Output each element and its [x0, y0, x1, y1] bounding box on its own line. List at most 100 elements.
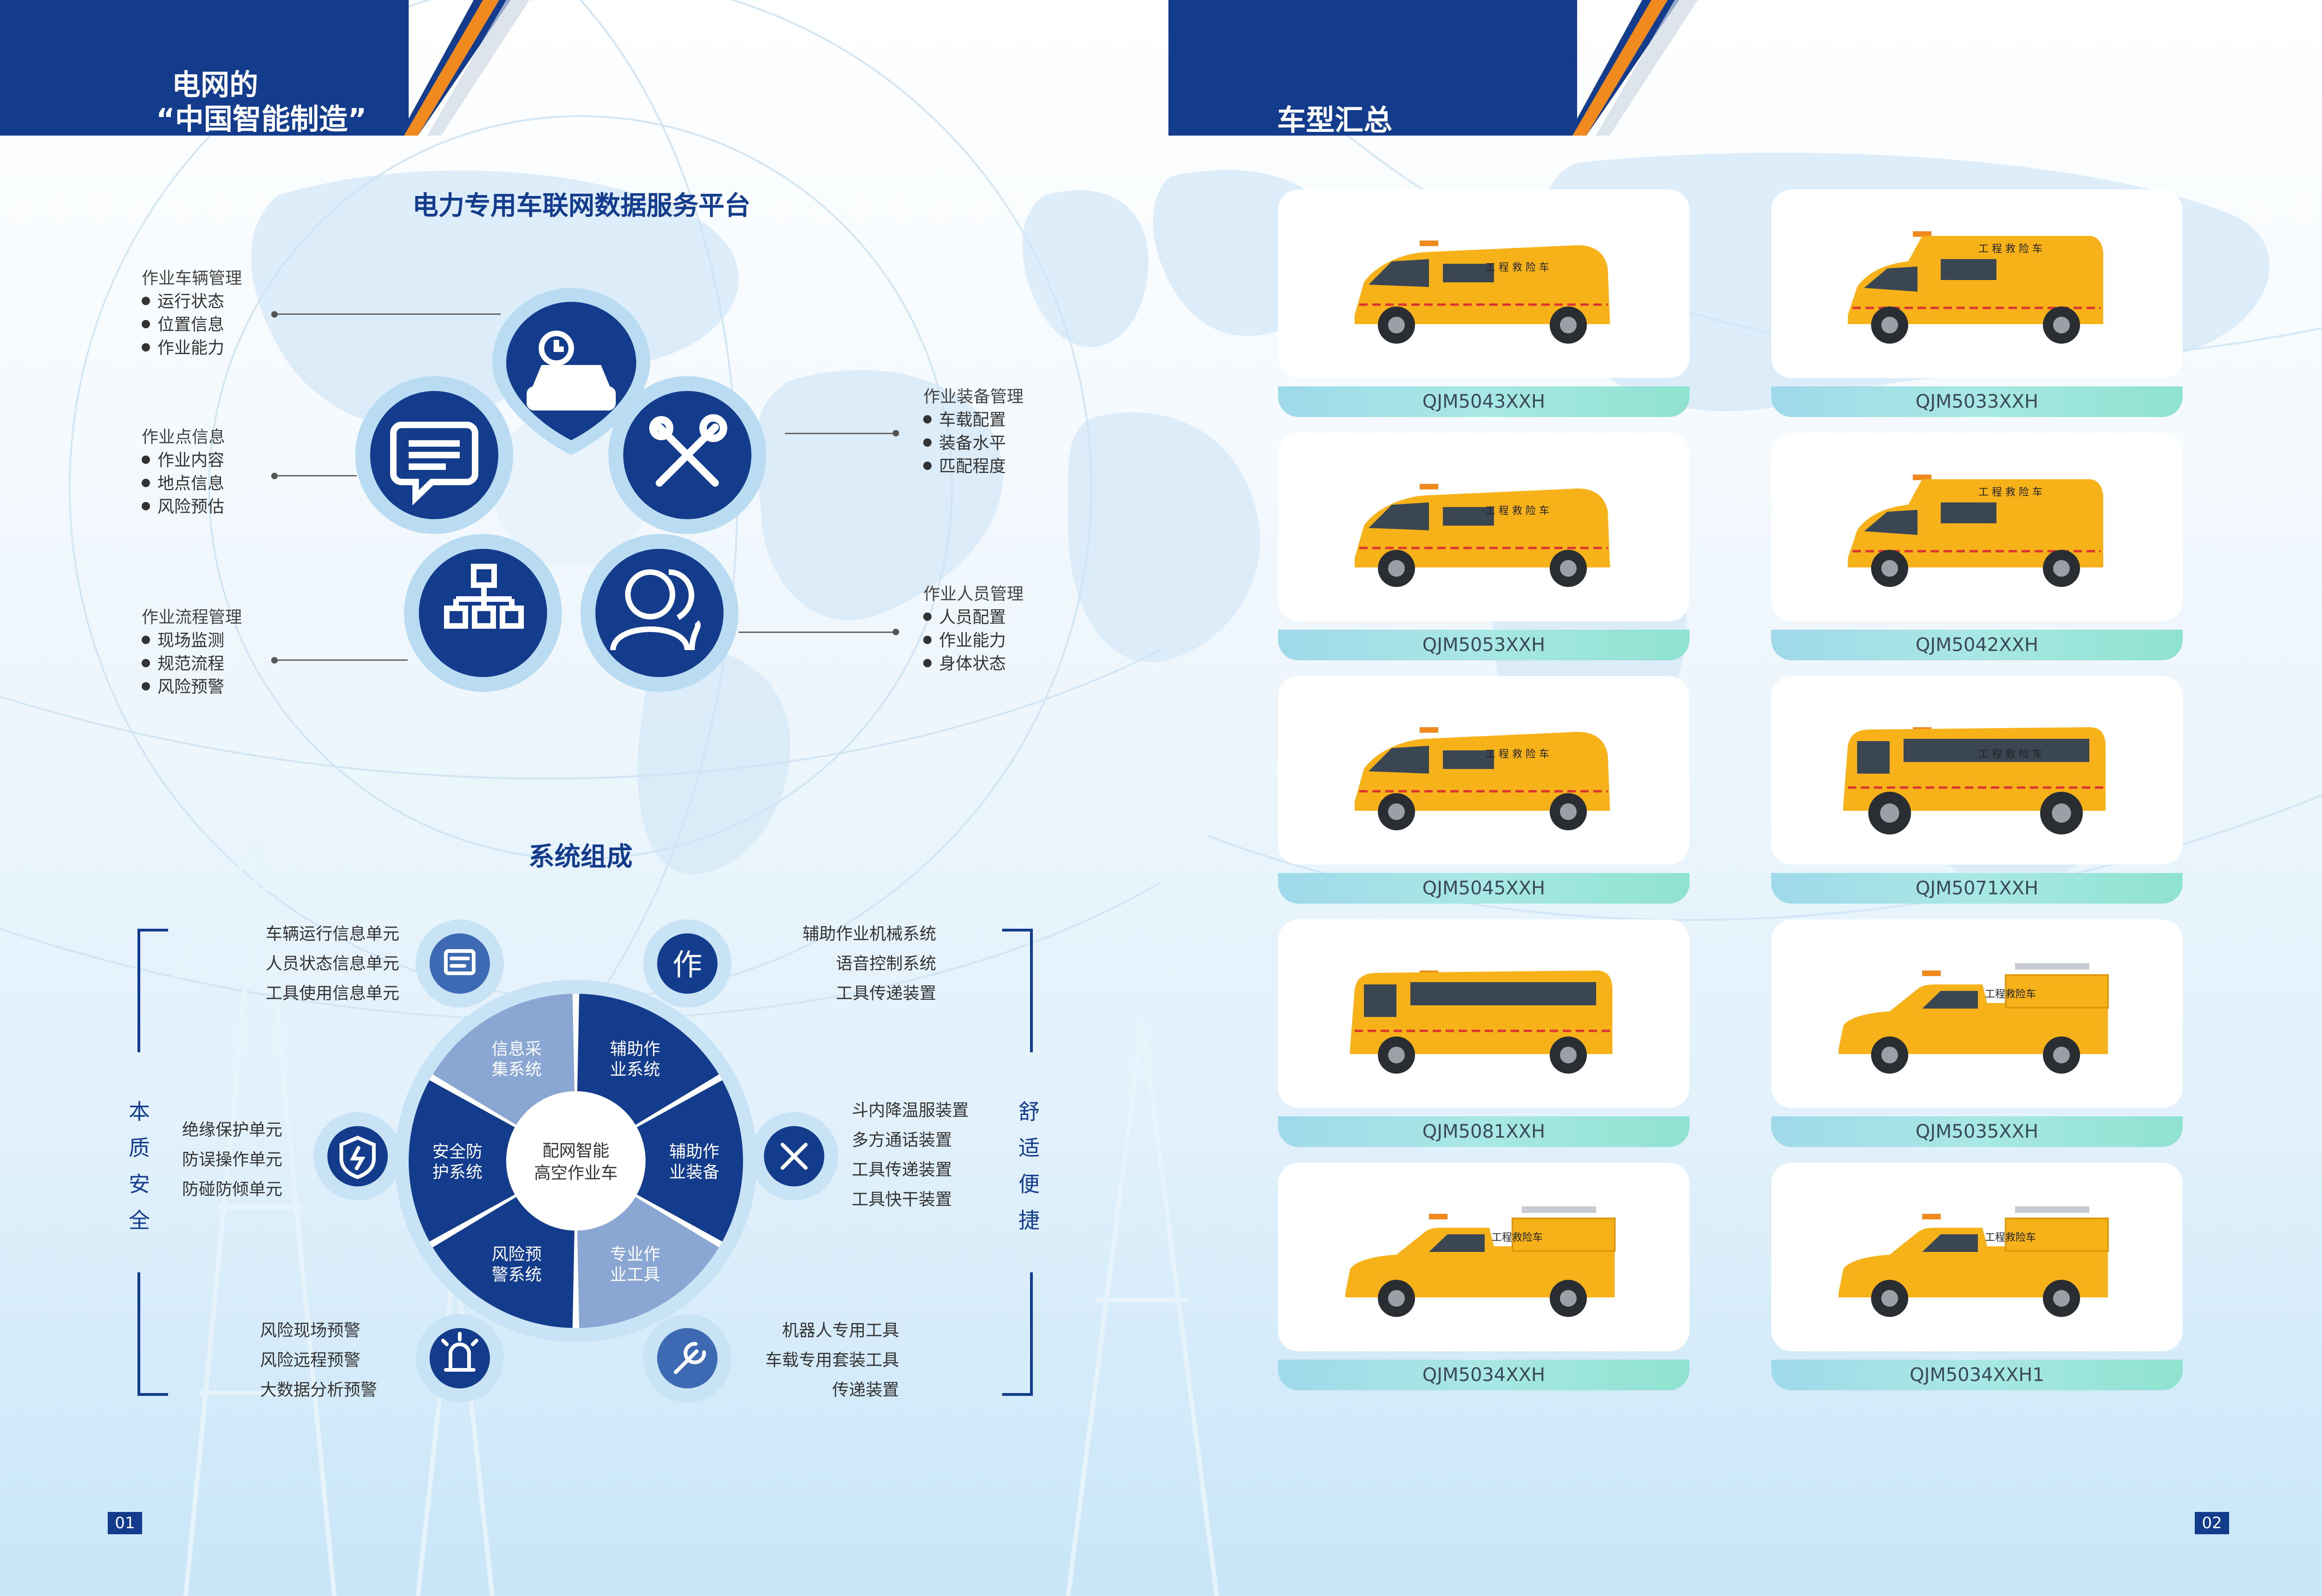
vehicle-card-strip	[1771, 1116, 2183, 1147]
leader-dot	[271, 311, 278, 318]
vertical-text-comfort: 舒适 便捷	[1018, 1099, 1040, 1233]
vehicle-model-label: QJM5081XXH	[1422, 1121, 1546, 1142]
header-bar-right	[1168, 0, 1577, 136]
labels-risk-warning: 风险现场预警风险远程预警大数据分析预警	[260, 1321, 378, 1400]
group-item: 作业能力	[142, 337, 242, 360]
svg-text:工 程 救 险 车: 工 程 救 险 车	[1485, 262, 1549, 274]
vehicle-card-strip	[1278, 873, 1689, 904]
vehicle-model-label: QJM5071XXH	[1915, 878, 2039, 899]
vehicle-image: 工 程 救 险 车	[1829, 227, 2126, 354]
group-item: 风险预警	[142, 676, 242, 699]
wheel-segment	[577, 1197, 719, 1328]
vehicle-image: 工 程 救 险 车	[1336, 470, 1633, 597]
label-personnel-management: 作业人员管理 人员配置 作业能力 身体状态	[923, 583, 1024, 676]
group-item: 作业能力	[923, 629, 1024, 652]
label-worksite-info: 作业点信息 作业内容 地点信息 风险预估	[142, 426, 225, 519]
group-item: 位置信息	[142, 313, 242, 337]
group-heading: 作业人员管理	[923, 585, 1024, 604]
group-heading: 作业点信息	[142, 428, 226, 447]
svg-text:工 程 救 险 车: 工 程 救 险 车	[1978, 243, 2042, 255]
vehicle-card-strip	[1771, 386, 2183, 417]
group-item: 车载配置	[923, 409, 1024, 432]
shield-icon	[339, 1135, 376, 1179]
wheel-segment-label: 风险预	[491, 1245, 541, 1264]
vehicle-image: 工程救险车	[1829, 957, 2126, 1084]
wheel-segment-label: 专业作	[610, 1245, 660, 1264]
page-number-left: 01	[108, 1512, 142, 1534]
svg-text:工 程 救 险 车: 工 程 救 险 车	[1978, 749, 2042, 760]
people-icon	[610, 569, 701, 651]
platform-title: 电力专用车联网数据服务平台	[412, 191, 750, 221]
leader-dot	[893, 430, 899, 436]
leader-line	[278, 475, 357, 476]
page-number-right: 02	[2195, 1512, 2229, 1534]
satellite-shield-icon	[327, 1126, 388, 1186]
wrench-icon	[674, 1342, 706, 1374]
svg-text:高空作业车: 高空作业车	[534, 1164, 618, 1183]
svg-text:配网智能: 配网智能	[542, 1141, 609, 1160]
leader-line	[278, 659, 408, 661]
vehicle-image: 工 程 救 险 车	[1336, 227, 1633, 354]
vehicle-image: 工程救险车	[1829, 1200, 2126, 1327]
vehicle-card-strip	[1278, 1116, 1689, 1147]
group-item: 身体状态	[923, 652, 1024, 676]
org-chart-icon	[444, 564, 524, 629]
vehicle-card-strip	[1771, 1360, 2183, 1390]
group-heading: 作业车辆管理	[142, 269, 242, 288]
labels-safety-units: 绝缘保护单元防误操作单元防碰防倾单元	[182, 1120, 283, 1199]
leader-dot	[893, 629, 899, 635]
wheel-segment-label: 辅助作	[610, 1040, 660, 1059]
vertical-text-safety: 本质 安全	[129, 1099, 150, 1233]
header-accent-left	[399, 0, 529, 136]
leader-dot	[271, 657, 278, 664]
cross-tools-icon	[781, 1143, 808, 1170]
wheel-segment-label: 辅助作	[669, 1142, 719, 1161]
wheel-segment-label: 集系统	[491, 1060, 541, 1079]
vehicle-model-label: QJM5033XXH	[1915, 391, 2039, 412]
bracket-right-bottom	[1002, 1272, 1033, 1396]
vehicle-image: 工 程 救 险 车	[1829, 470, 2126, 597]
system-title: 系统组成	[528, 842, 633, 872]
leader-line	[278, 313, 501, 315]
vehicle-model-label: QJM5035XXH	[1915, 1121, 2039, 1142]
header-accent-right	[1568, 0, 1698, 136]
svg-text:工 程 救 险 车: 工 程 救 险 车	[1485, 505, 1549, 517]
wheel-segment-label: 信息采	[491, 1040, 541, 1059]
group-item: 人员配置	[923, 606, 1024, 629]
leader-dot	[271, 473, 278, 479]
group-item: 地点信息	[142, 472, 225, 495]
svg-text:工程救险车: 工程救险车	[1985, 989, 2036, 1000]
label-vehicle-management: 作业车辆管理 运行状态 位置信息 作业能力	[142, 267, 242, 360]
wheel-segment-label: 护系统	[432, 1163, 483, 1182]
vehicle-model-label: QJM5042XXH	[1915, 634, 2039, 656]
vehicle-image: 工 程 救 险 车	[1336, 713, 1633, 840]
alarm-light-icon	[441, 1332, 478, 1372]
tools-icon	[649, 414, 727, 487]
car-clock-icon	[527, 331, 616, 410]
vehicle-image: 工 程 救 险 车	[1829, 713, 2126, 840]
bracket-left-top	[137, 929, 168, 1052]
vehicle-card-strip	[1771, 873, 2183, 904]
vehicle-model-label: QJM5034XXH	[1422, 1364, 1546, 1386]
label-equipment-management: 作业装备管理 车载配置 装备水平 匹配程度	[923, 385, 1024, 478]
system-wheel-diagram: 作 配网智能 高空作业车 信息采集系统辅助作业系统辅助作业装备专业作业工具风险预…	[313, 919, 838, 1402]
svg-text:工 程 救 险 车: 工 程 救 险 车	[1978, 487, 2042, 498]
message-icon	[444, 949, 476, 975]
group-item: 匹配程度	[923, 455, 1024, 478]
vehicle-image: 工程救险车	[1336, 1200, 1633, 1327]
group-item: 风险预估	[142, 495, 225, 519]
group-item: 现场监测	[142, 629, 242, 652]
leader-line	[738, 632, 893, 633]
group-item: 规范流程	[142, 652, 242, 676]
svg-text:工程救险车: 工程救险车	[1985, 1232, 2036, 1244]
vehicle-model-label: QJM5045XXH	[1422, 878, 1546, 899]
vehicle-card-strip	[1278, 630, 1689, 660]
group-item: 运行状态	[142, 290, 242, 313]
wheel-segment	[409, 1080, 515, 1242]
header-title-right: 车型汇总	[1277, 103, 1393, 137]
svg-text:工程救险车: 工程救险车	[1492, 1232, 1543, 1244]
header-title-line2: “中国智能制造”	[156, 102, 367, 136]
vehicle-card-strip	[1771, 630, 2183, 660]
vehicle-card-strip	[1278, 386, 1689, 417]
labels-assist-systems: 辅助作业机械系统语音控制系统工具传递装置	[802, 925, 936, 1003]
